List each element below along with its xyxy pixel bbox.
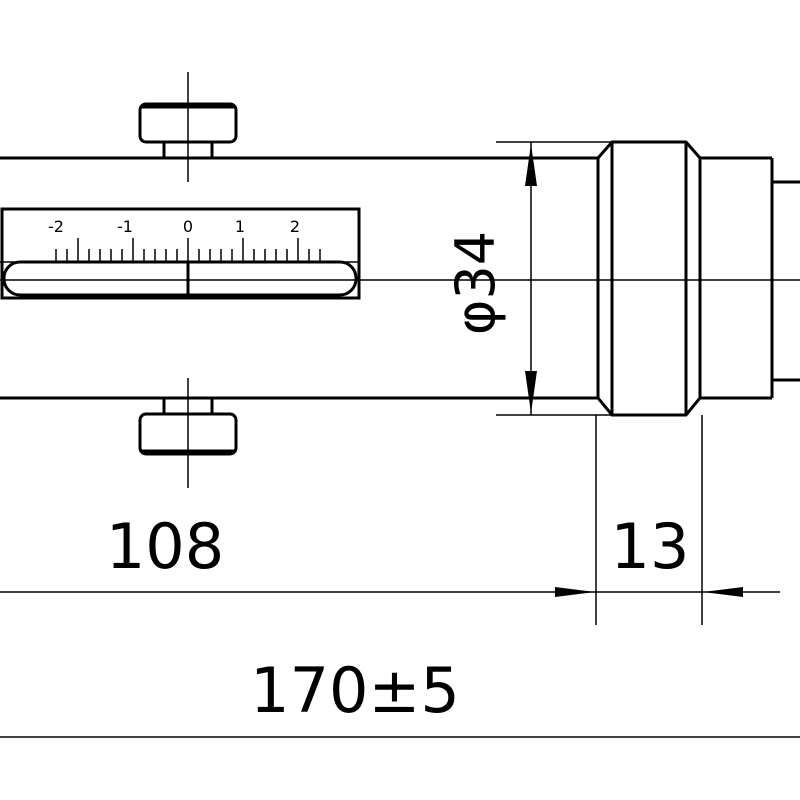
label-total: 170±5	[250, 654, 460, 727]
scale-ticks	[55, 238, 321, 262]
dimension-108: 108	[0, 510, 555, 593]
scale-label-neg2: -2	[48, 217, 64, 236]
scale-label-2: 2	[290, 217, 300, 236]
arrow-down	[525, 371, 537, 413]
scale-label-0: 0	[183, 217, 193, 236]
label-108: 108	[106, 510, 224, 583]
scale-label-neg1: -1	[117, 217, 133, 236]
scale-label-1: 1	[235, 217, 245, 236]
dimension-total: 170±5	[0, 654, 800, 738]
scale-window: -2 -1 0 1 2	[0, 207, 361, 300]
dimension-13: 13	[555, 415, 780, 625]
end-section	[700, 156, 800, 400]
shaft-body	[0, 156, 598, 400]
collar	[596, 140, 702, 417]
bottom-knob	[138, 378, 238, 488]
diameter-label: φ34	[444, 231, 507, 335]
arrow-up	[525, 144, 537, 186]
arrow-left-13	[703, 587, 743, 597]
label-13: 13	[611, 510, 690, 583]
arrow-right-13	[555, 587, 595, 597]
top-knob	[138, 72, 238, 182]
diameter-dimension: φ34	[444, 141, 612, 416]
